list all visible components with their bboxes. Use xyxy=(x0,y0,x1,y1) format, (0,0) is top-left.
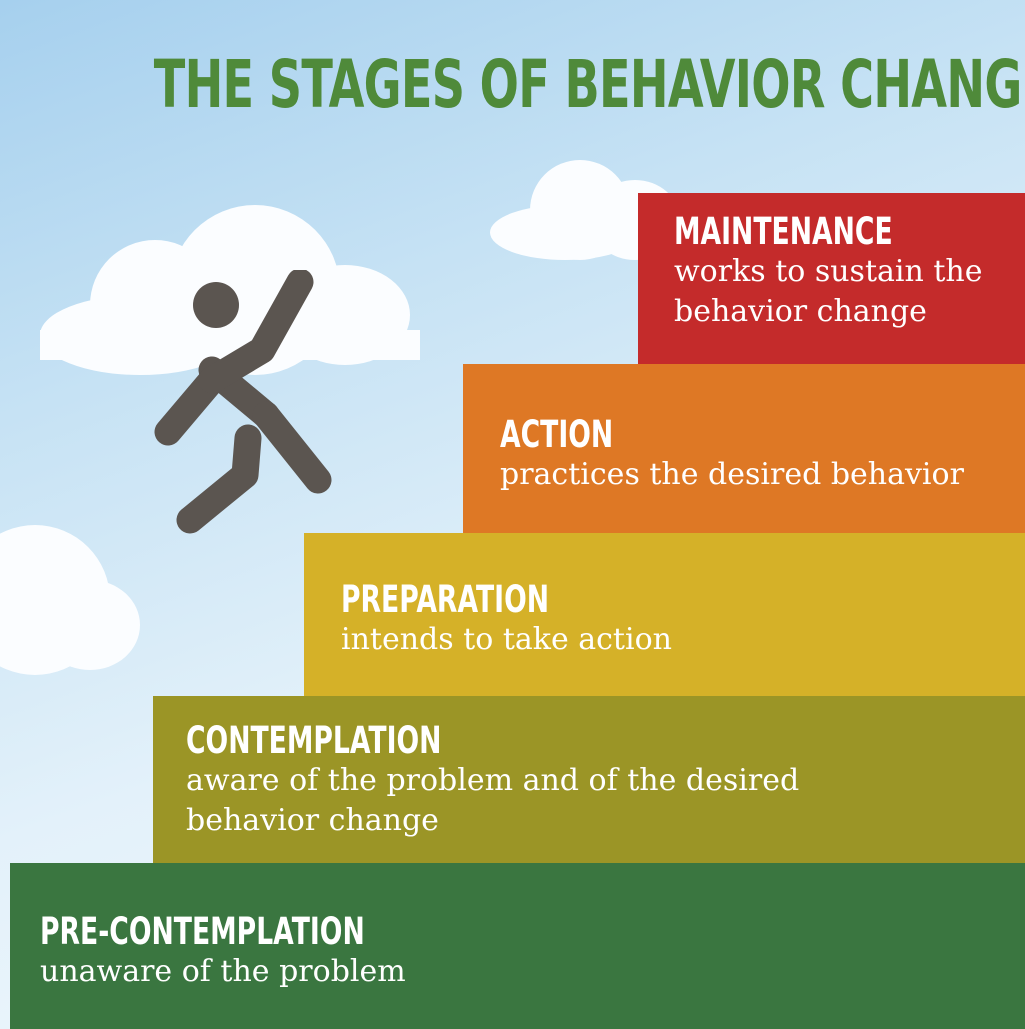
stage-pre-contemplation: PRE-CONTEMPLATION unaware of the problem xyxy=(10,863,1025,1029)
stage-contemplation: CONTEMPLATION aware of the problem and o… xyxy=(153,696,1025,864)
climbing-person-icon xyxy=(154,270,332,534)
stage-description: unaware of the problem xyxy=(40,954,406,989)
stage-description: works to sustain the behavior change xyxy=(674,254,983,329)
stage-label: PREPARATION xyxy=(341,578,550,621)
stage-preparation: PREPARATION intends to take action xyxy=(304,533,1025,697)
stage-label: PRE-CONTEMPLATION xyxy=(40,910,365,953)
page-title: THE STAGES OF BEHAVIOR CHANGE xyxy=(153,46,1025,123)
stage-description: intends to take action xyxy=(341,622,672,657)
stage-label: ACTION xyxy=(500,413,614,456)
stage-label: CONTEMPLATION xyxy=(186,719,442,762)
stage-description: aware of the problem and of the desired … xyxy=(186,763,800,838)
stage-maintenance: MAINTENANCE works to sustain the behavio… xyxy=(638,193,1025,365)
cloud-bottom-left xyxy=(0,505,160,675)
stage-label: MAINTENANCE xyxy=(674,210,893,253)
stage-action: ACTION practices the desired behavior xyxy=(463,364,1025,534)
stage-description: practices the desired behavior xyxy=(500,457,964,492)
